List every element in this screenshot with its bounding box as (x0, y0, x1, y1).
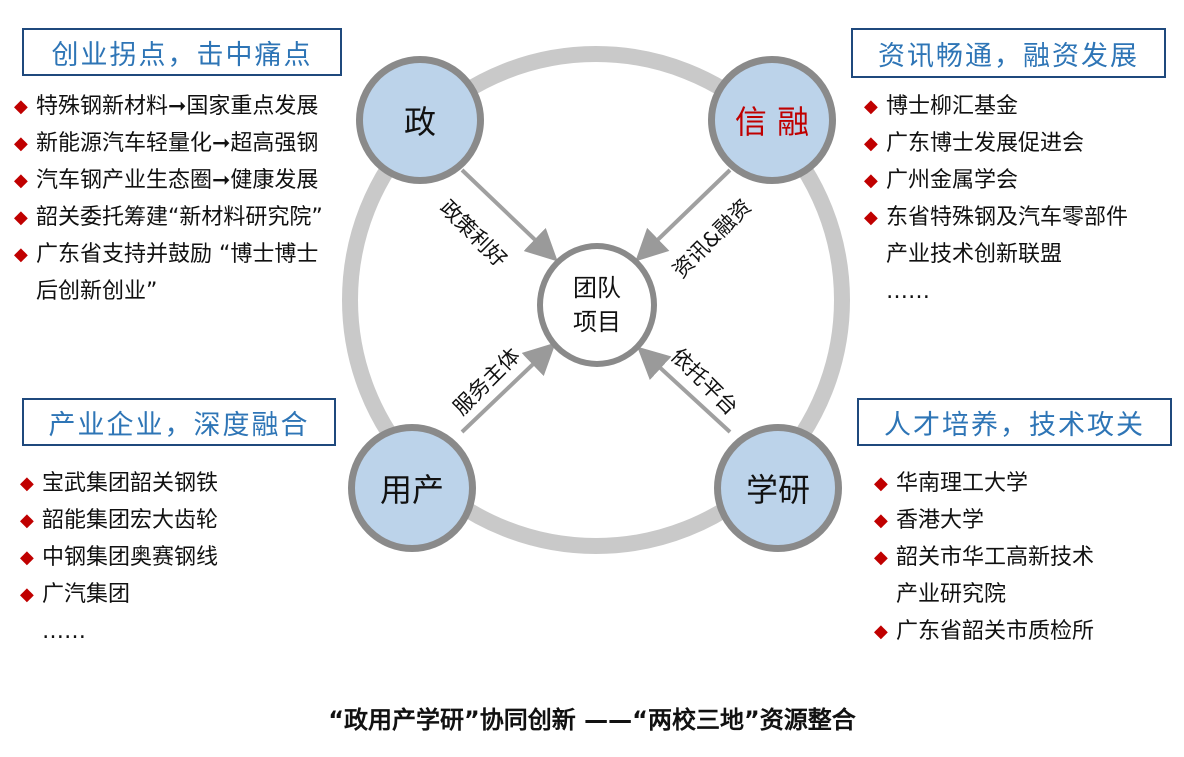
center-team-project: 团队 项目 (537, 243, 657, 367)
list-item-text: 广汽集团 (42, 582, 131, 607)
list-item-text: 新能源汽车轻量化➞超高强钢 (36, 131, 319, 156)
diamond-bullet-icon: ◆ (864, 170, 878, 191)
diamond-bullet-icon: ◆ (20, 547, 34, 568)
list-item-text: 宝武集团韶关钢铁 (42, 471, 219, 496)
diamond-bullet-icon: ◆ (14, 133, 28, 154)
list-item: ◆ 特殊钢新材料➞国家重点发展 (14, 88, 323, 125)
list-item-text: 华南理工大学 (896, 471, 1029, 496)
diamond-bullet-icon: ◆ (874, 621, 888, 642)
diamond-bullet-icon: ◆ (874, 473, 888, 494)
list-item-ellipsis: …… (864, 273, 1128, 310)
panel-list-bottom-right: ◆ 华南理工大学 ◆ 香港大学 ◆ 韶关市华工高新技术 产业研究院 ◆ 广东省韶关市质检… (874, 465, 1094, 650)
panel-list-top-right: ◆博士柳汇基金 ◆广东博士发展促进会 ◆广州金属学会 ◆东省特殊钢及汽车零部件 … (864, 88, 1128, 310)
list-item: ◆ 广汽集团 (20, 576, 218, 613)
list-item: ◆ 广东省韶关市质检所 (874, 613, 1094, 650)
list-item-text: 香港大学 (896, 508, 985, 533)
diamond-bullet-icon: ◆ (14, 96, 28, 117)
panel-title-bottom-left: 产业企业，深度融合 (22, 398, 336, 446)
list-item-text: 产业技术创新联盟 (886, 242, 1063, 267)
list-item-text: 东省特殊钢及汽车零部件 (886, 205, 1129, 230)
list-item-text: 汽车钢产业生态圈➞健康发展 (36, 168, 319, 193)
panel-title-top-right-text: 资讯畅通，融资发展 (878, 40, 1139, 72)
list-item-text: 韶关委托筹建“新材料研究院” (36, 205, 323, 230)
diamond-bullet-icon: ◆ (20, 584, 34, 605)
diamond-bullet-icon: ◆ (864, 96, 878, 117)
list-item-continuation: 后创新创业” (14, 273, 323, 310)
diamond-bullet-icon: ◆ (20, 510, 34, 531)
list-item: ◆ 汽车钢产业生态圈➞健康发展 (14, 162, 323, 199)
node-finance-label: 信 融 (734, 103, 810, 141)
list-item: ◆ 华南理工大学 (874, 465, 1094, 502)
outer-ring (342, 46, 850, 554)
list-item-text: 产业研究院 (896, 582, 1007, 607)
list-item-continuation: 产业技术创新联盟 (864, 236, 1128, 273)
node-finance: 信 融 (708, 56, 836, 184)
list-item: ◆ 新能源汽车轻量化➞超高强钢 (14, 125, 323, 162)
list-item: ◆ 韶能集团宏大齿轮 (20, 502, 218, 539)
diamond-bullet-icon: ◆ (20, 473, 34, 494)
panel-list-bottom-left: ◆ 宝武集团韶关钢铁 ◆ 韶能集团宏大齿轮 ◆ 中钢集团奥赛钢线 ◆ 广汽集团 …… (20, 465, 218, 650)
arrow-service (460, 342, 556, 434)
center-line-2: 项目 (573, 308, 621, 336)
diamond-bullet-icon: ◆ (14, 207, 28, 228)
list-item: ◆ 广州金属学会 (864, 162, 1128, 199)
list-item-text: 广东省韶关市质检所 (896, 619, 1095, 644)
node-research-label: 学研 (745, 471, 810, 509)
list-item: ◆ 博士柳汇基金 (864, 88, 1128, 125)
list-item: ◆ 东省特殊钢及汽车零部件 (864, 199, 1128, 236)
node-government: 政 (356, 56, 484, 184)
node-government-label: 政 (403, 103, 436, 141)
list-item: ◆ 广东博士发展促进会 (864, 125, 1128, 162)
list-item: ◆ 香港大学 (874, 502, 1094, 539)
list-item: ◆ 中钢集团奥赛钢线 (20, 539, 218, 576)
list-item-text: 韶关市华工高新技术 (896, 545, 1095, 570)
panel-title-top-left: 创业拐点，击中痛点 (22, 28, 342, 76)
panel-title-bottom-left-text: 产业企业，深度融合 (48, 409, 310, 441)
diamond-bullet-icon: ◆ (864, 207, 878, 228)
list-item-text: 中钢集团奥赛钢线 (42, 545, 219, 570)
panel-list-top-left: ◆ 特殊钢新材料➞国家重点发展 ◆ 新能源汽车轻量化➞超高强钢 ◆ 汽车钢产业生态圈➞… (14, 88, 323, 310)
panel-title-bottom-right-text: 人才培养，技术攻关 (884, 409, 1145, 441)
arrow-finance (635, 168, 732, 262)
list-item-text: 后创新创业” (36, 279, 158, 304)
list-item-continuation: 产业研究院 (874, 576, 1094, 613)
list-item-text: …… (886, 279, 930, 304)
list-item-ellipsis: …… (20, 613, 218, 650)
list-item: ◆ 宝武集团韶关钢铁 (20, 465, 218, 502)
list-item: ◆ 广东省支持并鼓励 “博士博士 (14, 236, 323, 273)
list-item-text: …… (42, 619, 86, 644)
panel-title-top-right: 资讯畅通，融资发展 (851, 28, 1166, 78)
list-item-text: 广州金属学会 (886, 168, 1019, 193)
arrow-platform (637, 346, 732, 434)
diamond-bullet-icon: ◆ (14, 170, 28, 191)
arrow-policy (460, 168, 558, 262)
diamond-bullet-icon: ◆ (874, 547, 888, 568)
list-item-text: 广东省支持并鼓励 “博士博士 (36, 242, 319, 267)
diamond-bullet-icon: ◆ (14, 244, 28, 265)
node-industry: 用产 (348, 424, 476, 552)
diamond-bullet-icon: ◆ (874, 510, 888, 531)
node-research: 学研 (714, 424, 842, 552)
diamond-bullet-icon: ◆ (864, 133, 878, 154)
list-item-text: 广东博士发展促进会 (886, 131, 1085, 156)
list-item: ◆ 韶关委托筹建“新材料研究院” (14, 199, 323, 236)
diagram-caption: “政用产学研”协同创新 ——“两校三地”资源整合 (328, 706, 856, 734)
center-line-1: 团队 (573, 274, 621, 302)
list-item-text: 博士柳汇基金 (886, 94, 1019, 119)
list-item: ◆ 韶关市华工高新技术 (874, 539, 1094, 576)
panel-title-top-left-text: 创业拐点，击中痛点 (51, 39, 313, 71)
node-industry-label: 用产 (379, 471, 444, 509)
panel-title-bottom-right: 人才培养，技术攻关 (857, 398, 1172, 446)
list-item-text: 韶能集团宏大齿轮 (42, 508, 219, 533)
list-item-text: 特殊钢新材料➞国家重点发展 (36, 94, 319, 119)
